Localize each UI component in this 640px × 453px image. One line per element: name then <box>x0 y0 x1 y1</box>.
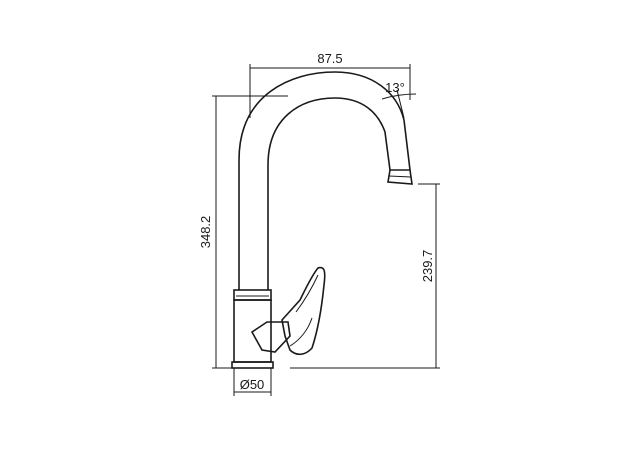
label-spout-height: 239.7 <box>420 250 435 283</box>
label-spout-angle: 13° <box>385 80 405 95</box>
faucet-body <box>231 71 413 369</box>
cartridge-hex <box>250 321 291 353</box>
label-total-height: 348.2 <box>198 216 213 249</box>
label-spout-reach: 87.5 <box>317 51 342 66</box>
spout-tip-band <box>388 175 412 178</box>
spout-tip <box>387 169 413 185</box>
dimension-base-diameter: Ø50 <box>233 368 272 396</box>
lever-handle-edge <box>295 274 319 313</box>
spout-inner-line <box>267 97 391 290</box>
spout-outer-line <box>238 71 411 290</box>
angle-arc <box>381 93 417 100</box>
lever-handle <box>281 266 326 356</box>
body-base <box>231 361 274 369</box>
body-collar <box>233 289 272 301</box>
angle-ref-slanted <box>396 89 405 119</box>
dimension-spout-reach: 87.5 <box>249 51 411 118</box>
label-base-diameter: Ø50 <box>240 377 265 392</box>
lever-handle-edge-lower <box>289 317 313 347</box>
dimension-spout-height: 239.7 <box>290 183 440 369</box>
dimension-total-height: 348.2 <box>198 95 288 369</box>
dimension-spout-angle: 13° <box>381 80 417 119</box>
